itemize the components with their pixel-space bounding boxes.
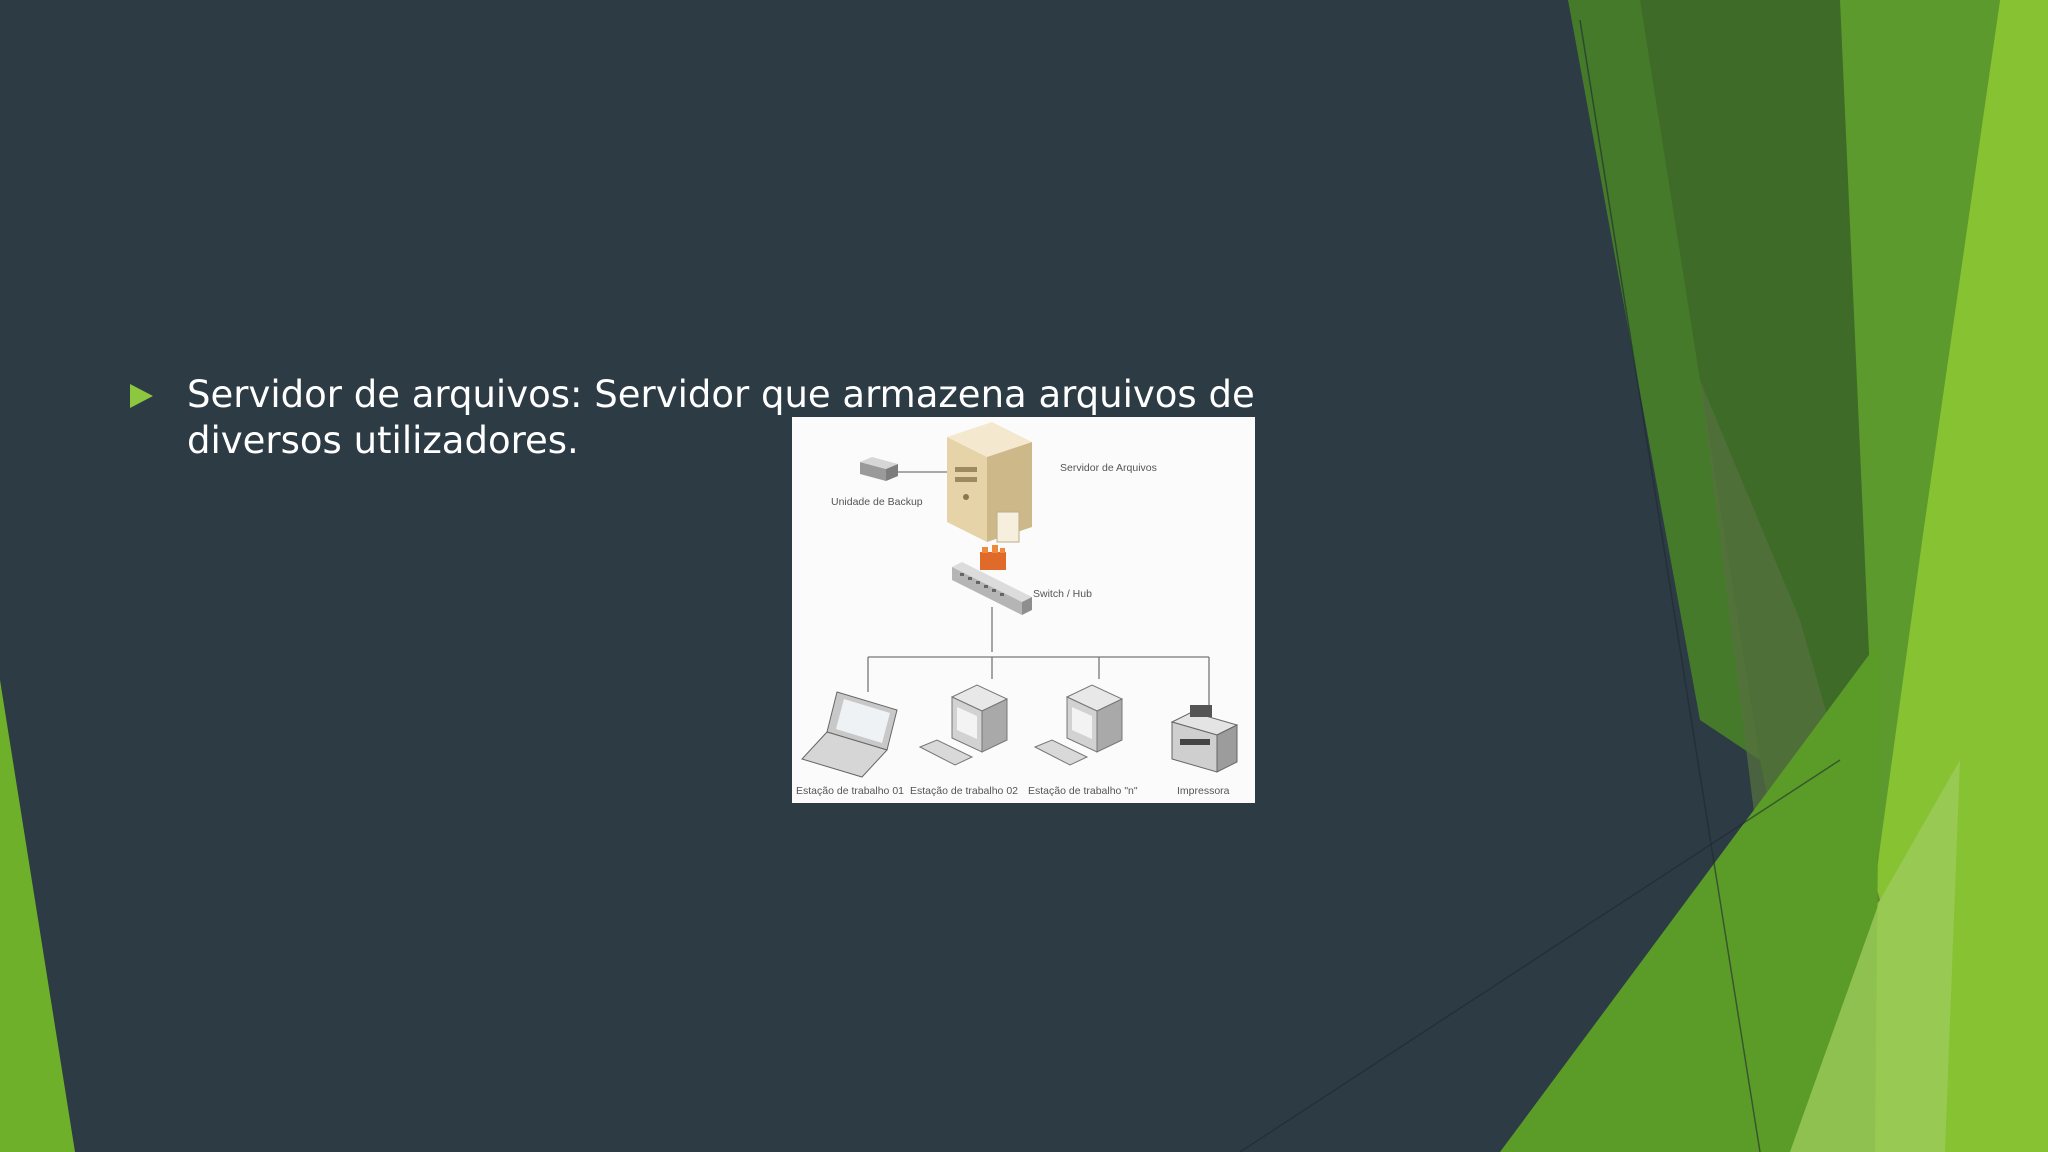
- laptop-icon: [801, 691, 898, 778]
- deco-lower-green: [1500, 640, 1880, 1152]
- workstation-n-icon: [1033, 684, 1124, 766]
- backup-unit-icon: [860, 457, 898, 481]
- deco-thin-line-2: [1239, 759, 1841, 1152]
- workstation-n-label: Estação de trabalho "n": [1028, 785, 1138, 797]
- printer-icon: [1170, 705, 1239, 773]
- deco-highlight-green: [1790, 760, 1960, 1152]
- firewall-icon: [980, 545, 1006, 570]
- bullet-arrow-icon: [130, 384, 153, 408]
- deco-green-edge: [1568, 0, 1760, 760]
- deco-mid-green: [1840, 0, 2000, 900]
- workstation-02-label: Estação de trabalho 02: [910, 785, 1018, 797]
- backup-label: Unidade de Backup: [831, 496, 923, 508]
- deco-thin-line: [1579, 19, 1761, 1152]
- deco-light-green: [1830, 0, 2048, 1152]
- switch-icon: [952, 562, 1032, 615]
- printer-label: Impressora: [1177, 785, 1230, 797]
- deco-left-green: [0, 680, 75, 1152]
- workstation-01-label: Estação de trabalho 01: [796, 785, 904, 797]
- file-server-diagram: Servidor de Arquivos Unidade de Backup S…: [792, 417, 1255, 803]
- bullet-text: Servidor de arquivos: Servidor que armaz…: [187, 373, 1255, 462]
- switch-label: Switch / Hub: [1033, 588, 1092, 600]
- workstation-02-icon: [918, 684, 1009, 766]
- server-icon: [947, 422, 1032, 543]
- server-label: Servidor de Arquivos: [1060, 462, 1157, 474]
